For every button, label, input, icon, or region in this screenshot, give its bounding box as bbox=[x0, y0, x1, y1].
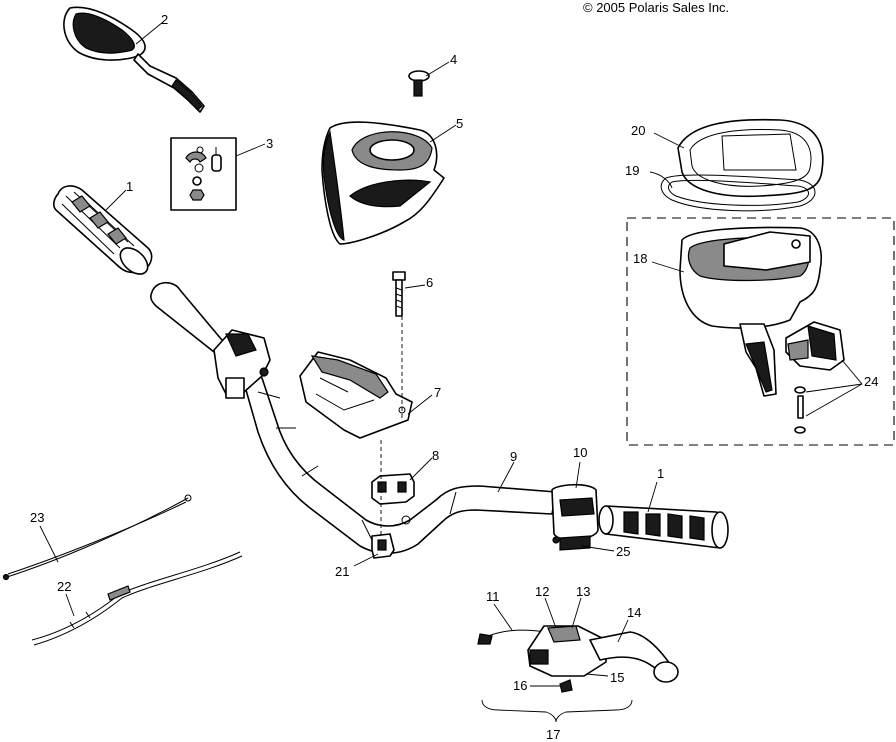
callout-19: 19 bbox=[625, 163, 639, 178]
lower-clamp bbox=[371, 515, 411, 559]
switch-housing bbox=[551, 483, 599, 551]
callout-21: 21 bbox=[335, 564, 349, 579]
mount-bracket bbox=[299, 351, 413, 439]
handlebar bbox=[150, 281, 557, 555]
gasket bbox=[660, 174, 816, 212]
callout-7: 7 bbox=[434, 385, 441, 400]
callout-1-left-grip: 1 bbox=[126, 179, 133, 194]
headlight-pod bbox=[321, 121, 445, 245]
callout-6: 6 bbox=[426, 275, 433, 290]
callout-1-right-grip: 1 bbox=[657, 466, 664, 481]
callout-10: 10 bbox=[573, 445, 587, 460]
callout-4: 4 bbox=[450, 52, 457, 67]
brake-lever-assembly bbox=[477, 625, 679, 693]
callout-17: 17 bbox=[546, 727, 560, 742]
callout-24: 24 bbox=[864, 374, 878, 389]
right-grip bbox=[598, 505, 729, 549]
callout-12: 12 bbox=[535, 584, 549, 599]
upper-clamp bbox=[371, 473, 415, 505]
callout-3: 3 bbox=[266, 136, 273, 151]
clamp-hardware-24 bbox=[785, 321, 845, 434]
control-cover bbox=[677, 118, 824, 198]
screw bbox=[408, 70, 430, 97]
callout-9: 9 bbox=[510, 449, 517, 464]
callout-23: 23 bbox=[30, 510, 44, 525]
callout-14: 14 bbox=[627, 605, 641, 620]
callout-5: 5 bbox=[456, 116, 463, 131]
callout-8: 8 bbox=[432, 448, 439, 463]
callout-16: 16 bbox=[513, 678, 527, 693]
mirror bbox=[63, 6, 205, 113]
cable-22 bbox=[31, 551, 243, 646]
control-housing bbox=[679, 226, 822, 397]
callout-22: 22 bbox=[57, 579, 71, 594]
callout-2: 2 bbox=[161, 12, 168, 27]
callout-25: 25 bbox=[616, 544, 630, 559]
hardware-kit-box bbox=[170, 137, 237, 211]
callout-13: 13 bbox=[576, 584, 590, 599]
callout-20: 20 bbox=[631, 123, 645, 138]
callout-11: 11 bbox=[486, 589, 500, 604]
copyright-notice: © 2005 Polaris Sales Inc. bbox=[583, 0, 730, 15]
assembly-18-dashed-box bbox=[626, 217, 895, 446]
callout-labels: 2 3 1 4 5 6 7 8 9 10 1 25 21 23 22 11 12… bbox=[30, 12, 878, 742]
bolt bbox=[392, 271, 406, 317]
callout-15: 15 bbox=[610, 670, 624, 685]
left-grip bbox=[53, 185, 153, 275]
callout-18: 18 bbox=[633, 251, 647, 266]
cable-23 bbox=[2, 494, 192, 581]
leader-lines bbox=[39, 21, 863, 723]
